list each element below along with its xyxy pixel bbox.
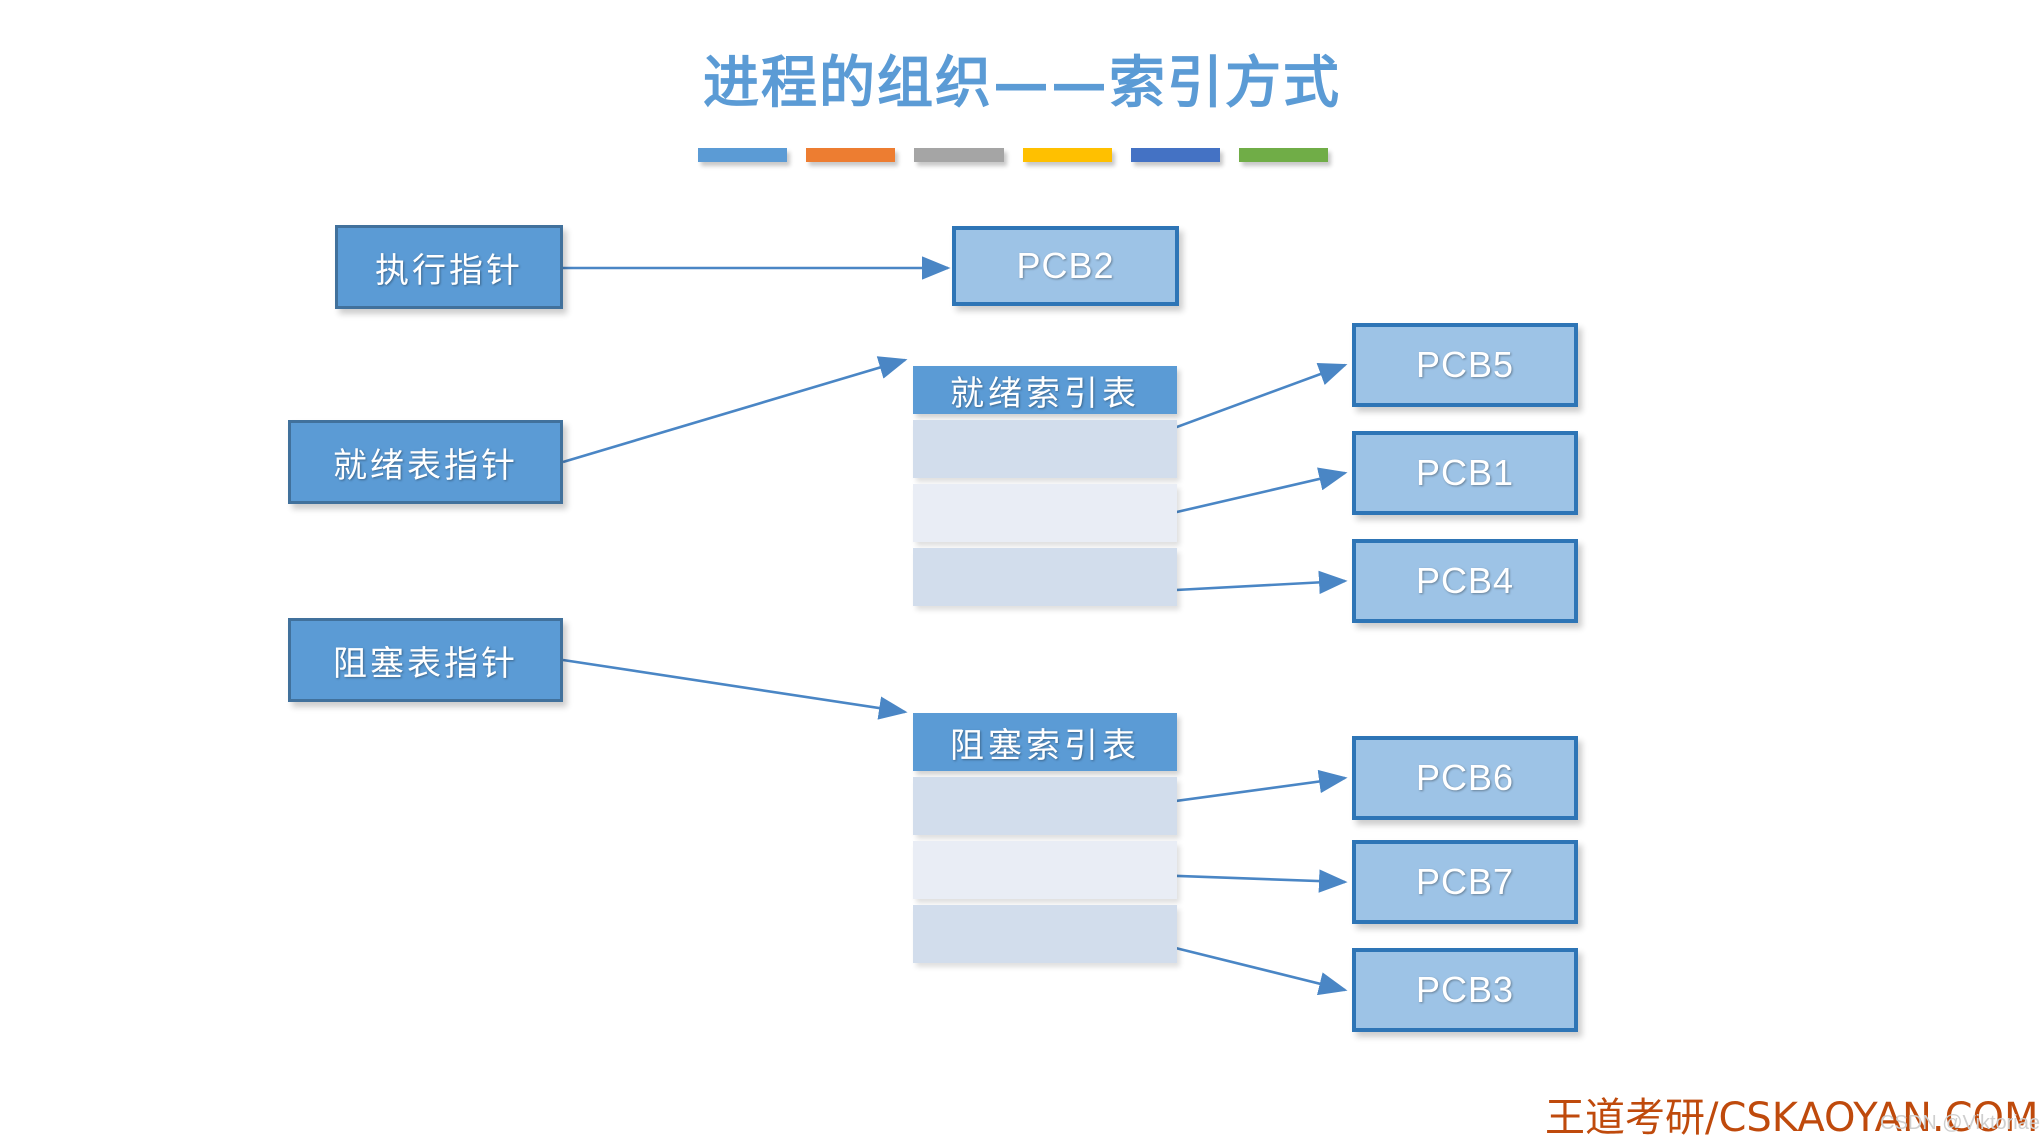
ready-index-row-3[interactable] [913, 548, 1177, 606]
ready-index-row-1[interactable] [913, 420, 1177, 478]
pcb-label: PCB1 [1415, 452, 1515, 493]
pcb-box-ready-1[interactable]: PCB5 [1352, 323, 1578, 407]
watermark-label: CSDN @Viktoriae [1880, 1112, 2040, 1134]
pcb-label: PCB5 [1415, 344, 1515, 385]
rule-bar-4 [1022, 148, 1112, 162]
title-underline-rules [698, 148, 1329, 162]
rule-bar-2 [806, 148, 896, 162]
pcb-label: PCB6 [1415, 757, 1515, 798]
blocked-index-row-3[interactable] [913, 905, 1177, 963]
ready-pointer-label: 就绪表指针 [333, 445, 518, 486]
blocked-pointer-label: 阻塞表指针 [333, 643, 518, 684]
pcb-box-running[interactable]: PCB2 [952, 226, 1179, 306]
pcb-label: PCB4 [1415, 560, 1515, 601]
pcb-box-blocked-2[interactable]: PCB7 [1352, 840, 1578, 924]
footer-brand: 王道考研/CSKAOYAN.COM [1545, 1095, 2039, 1141]
blocked-pointer-box[interactable]: 阻塞表指针 [288, 618, 563, 702]
page-title: 进程的组织——索引方式 [703, 50, 1341, 116]
running-pointer-label: 执行指针 [375, 250, 523, 291]
rule-bar-3 [914, 148, 1004, 162]
ready-index-table: 就绪索引表 [913, 366, 1177, 606]
pcb-box-blocked-1[interactable]: PCB6 [1352, 736, 1578, 820]
rule-bar-5 [1130, 148, 1220, 162]
blocked-index-table-header: 阻塞索引表 [913, 713, 1177, 771]
rule-bar-1 [698, 148, 788, 162]
pcb-box-ready-2[interactable]: PCB1 [1352, 431, 1578, 515]
pcb-box-ready-3[interactable]: PCB4 [1352, 539, 1578, 623]
ready-index-row-2[interactable] [913, 484, 1177, 542]
ready-pointer-box[interactable]: 就绪表指针 [288, 420, 563, 504]
ready-index-table-header: 就绪索引表 [913, 366, 1177, 414]
pcb-label: PCB7 [1415, 861, 1515, 902]
blocked-index-table: 阻塞索引表 [913, 713, 1177, 963]
pcb-label: PCB3 [1415, 969, 1515, 1010]
blocked-index-row-2[interactable] [913, 841, 1177, 899]
pcb-label: PCB2 [1016, 245, 1115, 286]
running-pointer-box[interactable]: 执行指针 [335, 225, 563, 309]
blocked-index-row-1[interactable] [913, 777, 1177, 835]
rule-bar-6 [1238, 148, 1329, 162]
pcb-box-blocked-3[interactable]: PCB3 [1352, 948, 1578, 1032]
